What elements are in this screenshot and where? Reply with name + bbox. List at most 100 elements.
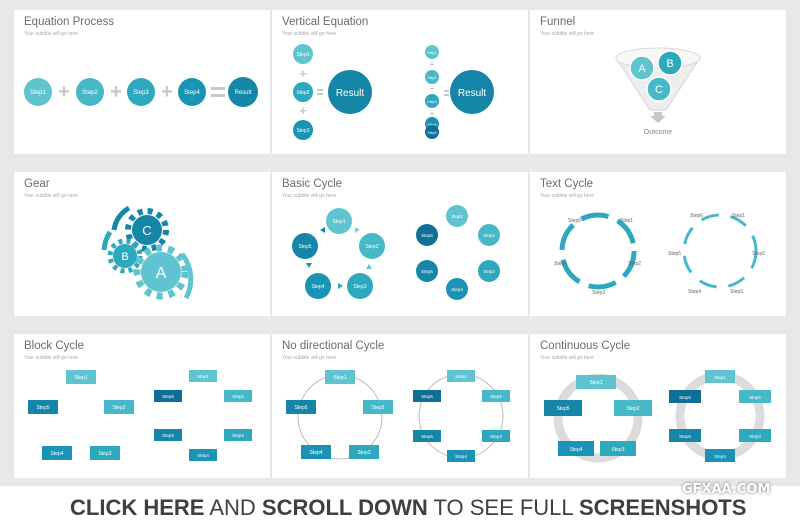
- equals-icon: [444, 94, 449, 96]
- card-title: Continuous Cycle: [540, 340, 631, 352]
- cycle-ring: [675, 371, 765, 461]
- gear-arc: [179, 252, 194, 300]
- step-block: [705, 449, 735, 462]
- step-label: Step1: [74, 375, 87, 381]
- step-label: Step3: [133, 90, 149, 96]
- result-label: Result: [458, 88, 487, 99]
- card-title: Funnel: [540, 16, 576, 28]
- step-circle: [293, 120, 313, 140]
- step-circle: [425, 125, 439, 139]
- text-cycle-diagram: Step1 Step2 Step3 Step4 Step5 Step1 Step…: [554, 212, 765, 296]
- step-label: Step2: [628, 261, 641, 267]
- step-label: Step6: [679, 395, 691, 400]
- step-label: Step3: [483, 269, 495, 274]
- step-block: [224, 390, 252, 402]
- card-subtitle: Your subtitle will go here: [540, 355, 595, 361]
- step-label: Step6: [162, 394, 174, 399]
- card-text-cycle[interactable]: Text Cycle Your subtitle will go here St…: [530, 172, 786, 316]
- step-label: Step1: [296, 52, 309, 58]
- step-block: [447, 370, 475, 382]
- card-equation-process[interactable]: Equation Process Your subtitle will go h…: [14, 10, 270, 154]
- card-continuous-cycle[interactable]: Continuous Cycle Your subtitle will go h…: [530, 334, 786, 478]
- step-block: [558, 441, 594, 456]
- funnel-circle-a: [629, 55, 655, 81]
- step-label: Step2: [365, 244, 378, 250]
- step-block: [104, 400, 134, 414]
- banner-click-here[interactable]: CLICK HERE: [70, 495, 205, 520]
- plus-icon: +: [299, 66, 307, 81]
- result-circle: [450, 70, 494, 114]
- step-label: Step3: [232, 433, 244, 438]
- step-circle: [292, 233, 318, 259]
- step-label: Step4: [311, 284, 324, 290]
- funnel-diagram: A B C Outcome: [615, 47, 701, 136]
- arrow-icon: [338, 283, 343, 289]
- step-block: [154, 390, 182, 402]
- equals-icon: [211, 87, 225, 90]
- banner-text[interactable]: CLICK HERE AND SCROLL DOWN TO SEE FULL S…: [70, 495, 746, 521]
- step-block: [669, 429, 701, 442]
- step-block: [544, 400, 582, 416]
- equals-icon: [317, 93, 323, 95]
- banner-scroll-down: SCROLL DOWN: [261, 495, 428, 520]
- step-label: Step1: [732, 213, 745, 219]
- equals-icon: [317, 89, 323, 91]
- card-funnel[interactable]: Funnel Your subtitle will go here A B C …: [530, 10, 786, 154]
- step-circle: [293, 44, 313, 64]
- step-label: Step2: [296, 90, 309, 96]
- card-title: Text Cycle: [540, 178, 594, 190]
- step-label: Step4: [50, 451, 63, 457]
- card-block-cycle[interactable]: Block Cycle Your subtitle will go here S…: [14, 334, 270, 478]
- cycle-ring: [682, 213, 758, 289]
- step-block: [325, 370, 355, 384]
- result-circle: [328, 70, 372, 114]
- step-block: [739, 390, 771, 403]
- step-label: Step2: [626, 406, 639, 412]
- step-block: [413, 430, 441, 442]
- step-label: Step5: [427, 131, 436, 135]
- plus-icon: +: [110, 81, 122, 103]
- card-gear[interactable]: Gear Your subtitle will go here C B A: [14, 172, 270, 316]
- card-no-directional-cycle[interactable]: No directional Cycle Your subtitle will …: [272, 334, 528, 478]
- step-block: [301, 445, 331, 459]
- step-label: Step1: [714, 375, 726, 380]
- step-label: Step6: [421, 233, 433, 238]
- step-label: Step5: [568, 218, 581, 224]
- step-label: Step4: [714, 454, 726, 459]
- step-label: Step4: [455, 454, 467, 459]
- step-label: Step1: [333, 375, 346, 381]
- step-circle: [293, 82, 313, 102]
- arrow-down-icon: [650, 112, 666, 123]
- card-basic-cycle[interactable]: Basic Cycle Your subtitle will go here S…: [272, 172, 528, 316]
- step-block: [349, 445, 379, 459]
- step-circle: [347, 273, 373, 299]
- card-title: Gear: [24, 178, 50, 190]
- equals-icon: [444, 90, 449, 92]
- cycle-ring: [418, 373, 504, 459]
- step-label: Step2: [749, 395, 761, 400]
- cta-banner[interactable]: CLICK HERE AND SCROLL DOWN TO SEE FULL S…: [0, 486, 800, 532]
- step-circle: [425, 94, 439, 108]
- step-block: [189, 370, 217, 382]
- step-label: Step4: [197, 453, 209, 458]
- step-label: Step4: [688, 289, 701, 295]
- card-title: No directional Cycle: [282, 340, 385, 352]
- plus-icon: +: [58, 81, 70, 103]
- step-circle: [416, 224, 438, 246]
- step-block: [189, 449, 217, 461]
- card-title: Block Cycle: [24, 340, 85, 352]
- card-vertical-equation[interactable]: Vertical Equation Your subtitle will go …: [272, 10, 528, 154]
- card-subtitle: Your subtitle will go here: [540, 193, 595, 199]
- step-block: [28, 400, 58, 414]
- funnel-label-c: C: [655, 84, 663, 96]
- step-block: [705, 370, 735, 383]
- step-block: [224, 429, 252, 441]
- step-label: Step3: [611, 447, 624, 453]
- banner-screenshots: SCREENSHOTS: [578, 495, 747, 520]
- step-block: [286, 400, 316, 414]
- step-label: Step3: [490, 434, 502, 439]
- step-label: Step5: [162, 433, 174, 438]
- banner-to-see: TO SEE FULL: [427, 495, 579, 520]
- step-block: [669, 390, 701, 403]
- card-title: Vertical Equation: [282, 16, 369, 28]
